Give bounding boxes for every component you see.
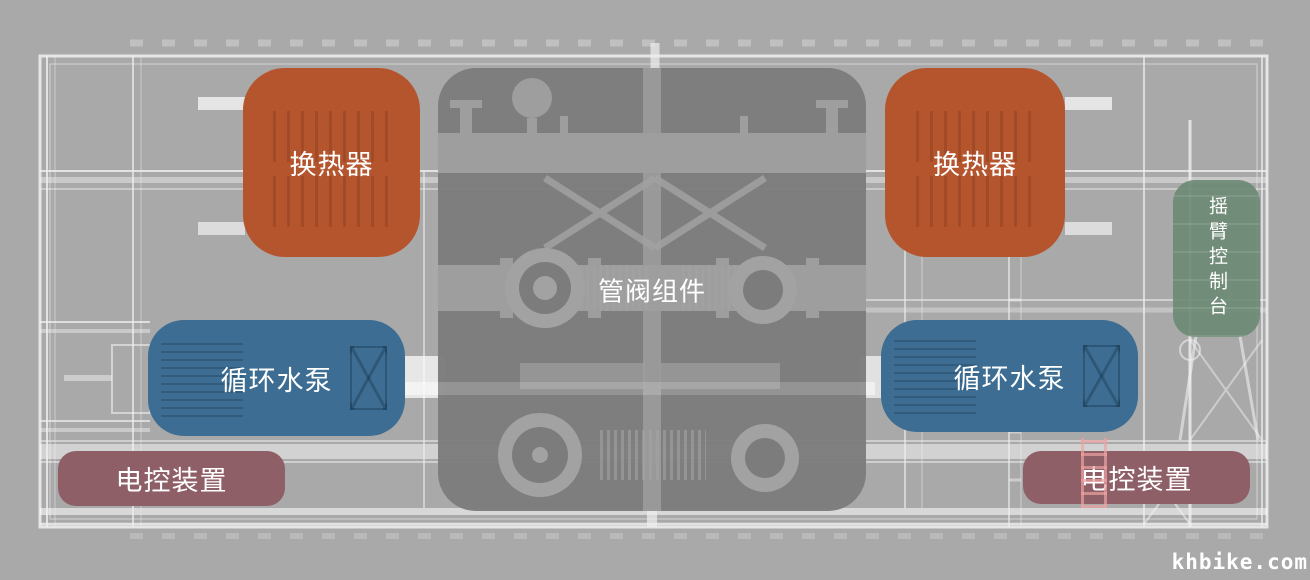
electric-control-left-label: 电控装置 — [115, 466, 228, 496]
region-circulation-pump-left: 循环水泵 — [148, 320, 405, 436]
circulation-pump-right-label: 循环水泵 — [953, 363, 1066, 394]
pump-endbell-silhouette — [349, 345, 388, 411]
region-rocker-arm-console: 摇臂控制台 — [1173, 180, 1260, 337]
heat-exchanger-fins — [273, 111, 394, 163]
region-heat-exchanger-left: 换热器 — [243, 68, 420, 257]
region-electric-control-left: 电控装置 — [58, 451, 285, 506]
rocker-arm-console-label: 摇臂控制台 — [1206, 196, 1227, 321]
watermark: khbike.com — [1171, 550, 1308, 574]
pipe-valve-assembly-label: 管阀组件 — [597, 276, 707, 307]
region-electric-control-right: 电控装置 — [1023, 451, 1250, 504]
pump-endbell-silhouette — [1082, 344, 1121, 408]
pump-motor-silhouette — [893, 337, 977, 415]
ladder-overlay — [1081, 438, 1107, 508]
heat-exchanger-left-label: 换热器 — [289, 150, 374, 180]
console-ghost-lines — [1173, 180, 1260, 337]
pump-motor-silhouette — [160, 338, 244, 418]
heat-exchanger-fins — [273, 175, 394, 227]
pipe-valve-block — [438, 68, 866, 511]
heat-exchanger-fins — [915, 111, 1038, 163]
circulation-pump-left-label: 循环水泵 — [220, 365, 333, 396]
region-heat-exchanger-right: 换热器 — [885, 68, 1065, 257]
heat-exchanger-fins — [915, 175, 1038, 227]
heat-exchanger-right-label: 换热器 — [933, 150, 1017, 180]
region-circulation-pump-right: 循环水泵 — [881, 320, 1138, 432]
